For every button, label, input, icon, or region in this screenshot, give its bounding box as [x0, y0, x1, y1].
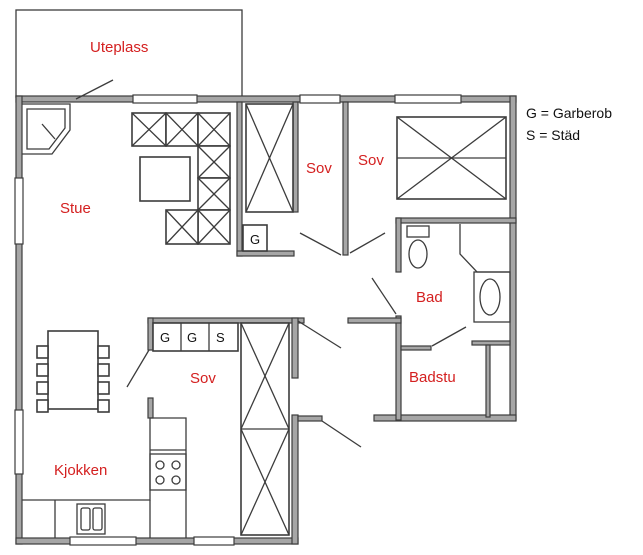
interior-walls: [147, 101, 517, 422]
bedroom3-furniture: [152, 322, 290, 536]
room-label-sov-1: Sov: [306, 160, 332, 177]
bathroom-fixtures: [406, 224, 511, 323]
closet-label-g: G: [187, 330, 197, 345]
legend-garderob: G = Garberob: [526, 105, 612, 121]
bedroom1-furniture: [242, 103, 294, 252]
kitchen: [22, 417, 187, 538]
exterior-walls: [15, 95, 517, 545]
terrace-door-swing: [75, 79, 114, 100]
windows: [14, 94, 462, 546]
room-label-kjokken: Kjokken: [54, 462, 107, 479]
dining-table: [36, 330, 110, 413]
room-label-bad: Bad: [416, 289, 443, 306]
room-label-sov-2: Sov: [358, 152, 384, 169]
fireplace: [22, 103, 71, 155]
closet-label-g: G: [160, 330, 170, 345]
closet-label-s: S: [216, 330, 225, 345]
closet-label-g: G: [250, 232, 260, 247]
room-label-stue: Stue: [60, 200, 91, 217]
legend-stad: S = Städ: [526, 127, 580, 143]
room-label-sov-3: Sov: [190, 370, 216, 387]
sofa-shelves: [131, 112, 231, 245]
bedroom2-furniture: [396, 116, 507, 200]
room-label-badstu: Badstu: [409, 369, 456, 386]
room-label-uteplass: Uteplass: [90, 39, 148, 56]
door-swings: [126, 232, 467, 448]
